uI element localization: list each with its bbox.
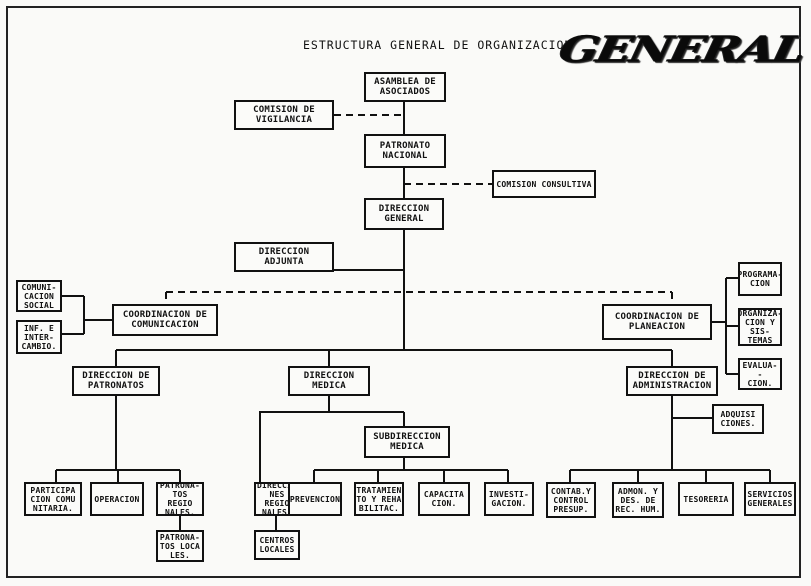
box-coord-comunicacion: COORDINACION DE COMUNICACION [112, 304, 218, 336]
line-regionales-drop [259, 411, 276, 482]
line-sub-children [313, 458, 509, 482]
box-evaluacion: EVALUA-- CION. [738, 358, 782, 390]
box-centros-locales: CENTROS LOCALES [254, 530, 300, 560]
box-recursos-humanos: ADMON. Y DES. DE REC. HUM. [612, 482, 664, 518]
box-patronato-nacional: PATRONATO NACIONAL [364, 134, 446, 168]
line-comunicacion-side [62, 295, 112, 335]
box-dir-patronatos: DIRECCION DE PATRONATOS [72, 366, 160, 396]
box-participacion: PARTICIPA CION COMU NITARIA. [24, 482, 82, 516]
box-coord-planeacion: COORDINACION DE PLANEACION [602, 304, 712, 340]
line-patronatos-children [55, 396, 181, 482]
box-prevencion: PREVENCION [288, 482, 342, 516]
chart-frame [6, 6, 801, 578]
logo-wordmark: GENERAL [555, 27, 809, 71]
box-investigacion: INVESTI- GACION. [484, 482, 534, 516]
box-programacion: PROGRAMA- CION [738, 262, 782, 296]
box-dir-medica: DIRECCION MEDICA [288, 366, 370, 396]
box-tesoreria: TESORERIA [678, 482, 734, 516]
box-tratamiento: TRATAMIEN TO Y REHA BILITAC. [354, 482, 404, 516]
box-capacitacion: CAPACITA CION. [418, 482, 470, 516]
chart-title: ESTRUCTURA GENERAL DE ORGANIZACION [303, 38, 573, 52]
box-comision-vigilancia: COMISION DE VIGILANCIA [234, 100, 334, 130]
line-planeacion-side [712, 277, 738, 375]
box-dir-administracion: DIRECCION DE ADMINISTRACION [626, 366, 718, 396]
box-direccion-adjunta: DIRECCION ADJUNTA [234, 242, 334, 272]
box-patronatos-locales: PATRONA- TOS LOCA LES. [156, 530, 204, 562]
dashed-coordinaciones [165, 291, 673, 304]
box-servicios-generales: SERVICIOS GENERALES [744, 482, 796, 516]
box-adquisiciones: ADQUISI CIONES. [712, 404, 764, 434]
box-direccion-general: DIRECCION GENERAL [364, 198, 444, 230]
box-comunicacion-social: COMUNI- CACION SOCIAL [16, 280, 62, 312]
box-organizacion: ORGANIZA- CION Y SIS- TEMAS [738, 308, 782, 346]
box-subdir-medica: SUBDIRECCION MEDICA [364, 426, 450, 458]
box-contabilidad: CONTAB.Y CONTROL PRESUP. [546, 482, 596, 518]
box-comision-consultiva: COMISION CONSULTIVA [492, 170, 596, 198]
box-patronatos-regionales: PATRONA- TOS REGIO NALES. [156, 482, 204, 516]
box-operacion: OPERACION [90, 482, 144, 516]
box-asamblea: ASAMBLEA DE ASOCIADOS [364, 72, 446, 102]
line-admin-children [569, 469, 771, 482]
box-intercambio: INF. E INTER- CAMBIO. [16, 320, 62, 354]
